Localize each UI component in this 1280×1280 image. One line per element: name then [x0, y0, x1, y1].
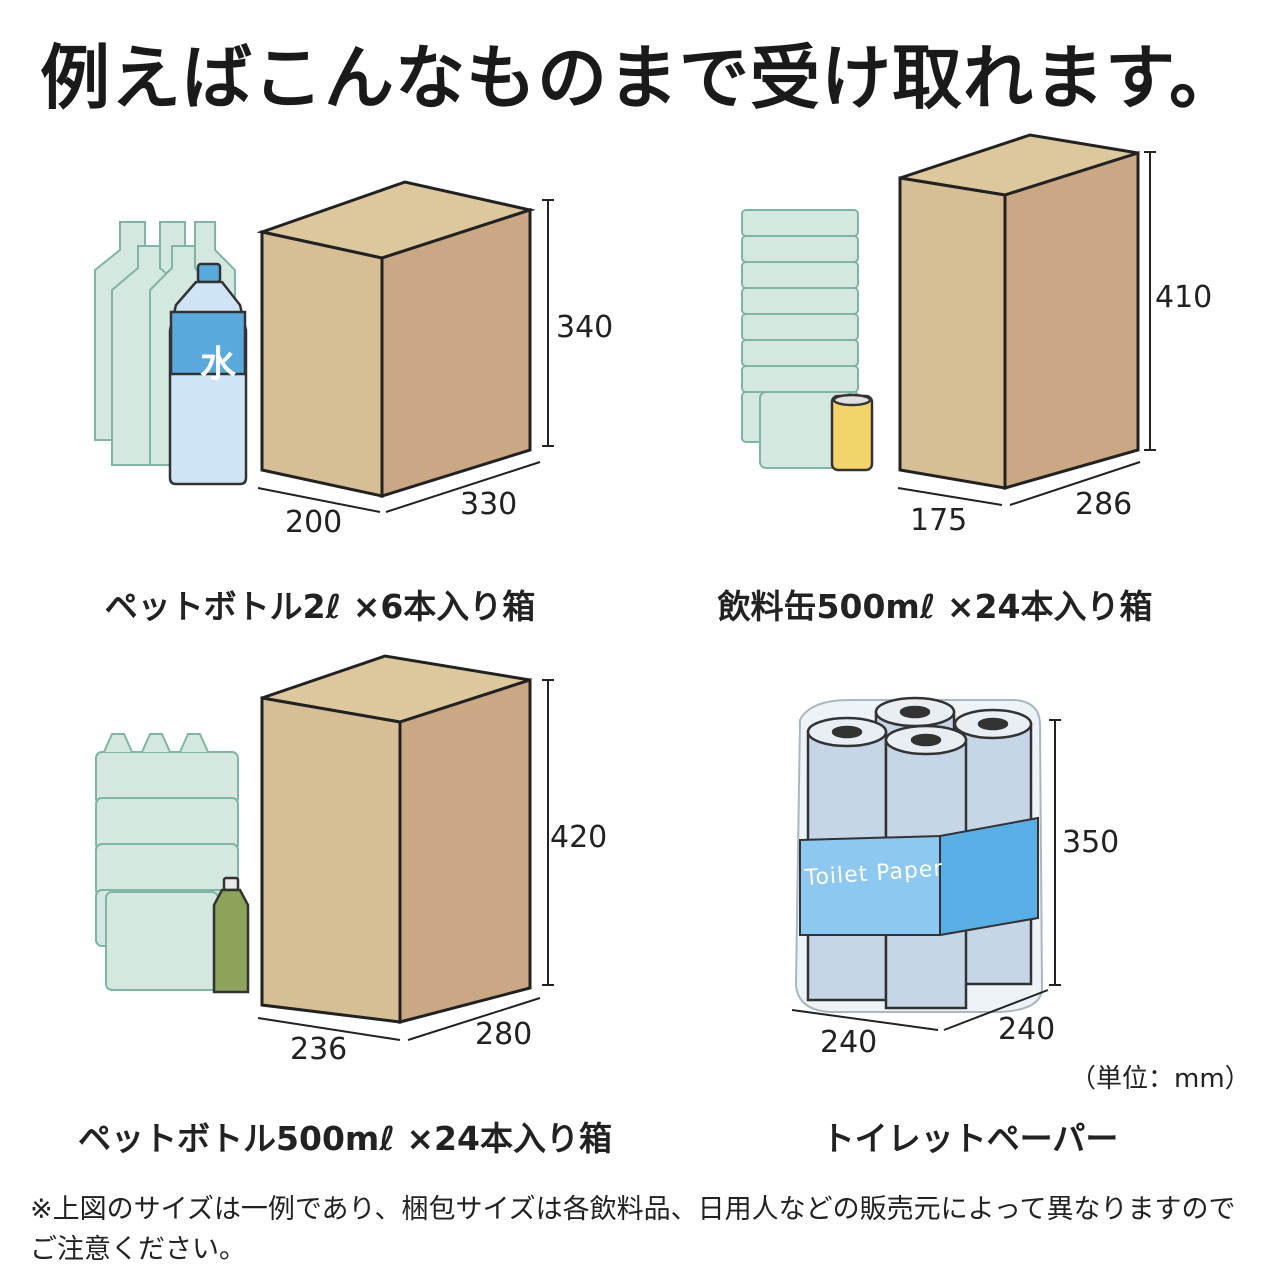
page-title: 例えばこんなものまで受け取れます。: [40, 37, 1240, 119]
item-4-label: トイレットペーパー: [821, 1119, 1119, 1158]
item-1-height: 340: [556, 310, 614, 345]
item-1-width: 200: [285, 505, 343, 540]
item-2-depth: 286: [1075, 487, 1133, 522]
item-3-label: ペットボトル500mℓ ×24本入り箱: [78, 1119, 612, 1158]
item-3-width: 236: [290, 1032, 348, 1067]
item-2-width: 175: [910, 503, 968, 538]
ghost-can-packs: [741, 209, 859, 469]
footnote: ※上図のサイズは一例であり、梱包サイズは各飲料品、日用人などの販売元によって異な…: [30, 1194, 1236, 1265]
item-4-width: 240: [820, 1025, 878, 1060]
can: [830, 393, 874, 472]
box-pet-500: [260, 654, 532, 1024]
water-bottle: [168, 262, 248, 486]
item-3-depth: 280: [475, 1017, 533, 1052]
bottle-label: 水: [200, 344, 237, 385]
item-4-height: 350: [1062, 825, 1120, 860]
item-2-height: 410: [1155, 280, 1213, 315]
ghost-small-bottles: [95, 733, 239, 991]
item-3-height: 420: [550, 820, 608, 855]
item-1-depth: 330: [460, 487, 518, 522]
dim-lines-2: [897, 151, 1156, 506]
item-2-label: 飲料缶500mℓ ×24本入り箱: [717, 587, 1153, 626]
paper-band: [799, 816, 1039, 937]
item-4-depth: 240: [998, 1012, 1056, 1047]
green-tea-bottle: [212, 876, 250, 994]
item-1-label: ペットボトル2ℓ ×6本入り箱: [104, 587, 536, 626]
dim-lines-1: [257, 199, 554, 513]
dim-lines-4: [791, 719, 1061, 1031]
box-pet-2l: [256, 180, 536, 499]
unit-note: （単位：mm）: [1070, 1064, 1251, 1094]
dim-lines-3: [257, 679, 554, 1041]
box-can: [898, 133, 1140, 490]
